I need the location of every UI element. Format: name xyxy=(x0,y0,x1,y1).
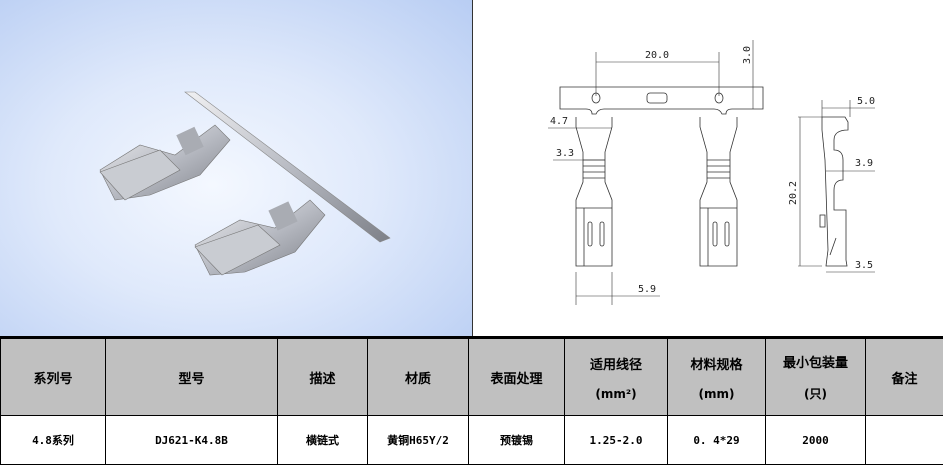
header-description: 描述 xyxy=(278,339,368,416)
cell-wire-range: 1.25-2.0 xyxy=(565,416,668,465)
header-wire-range: 适用线径(mm²) xyxy=(565,339,668,416)
table-header-row: 系列号 型号 描述 材质 表面处理 适用线径(mm²) 材料规格(mm) 最小包… xyxy=(1,339,943,416)
dim-width-top: 4.7 xyxy=(550,116,568,127)
header-surface: 表面处理 xyxy=(469,339,565,416)
dim-strip-height: 3.0 xyxy=(742,46,753,64)
header-series: 系列号 xyxy=(1,339,106,416)
header-min-package: 最小包装量(只) xyxy=(766,339,866,416)
product-photo xyxy=(0,0,473,336)
terminal-side-view xyxy=(820,117,848,266)
terminal-photo-illustration xyxy=(0,0,472,336)
table-row: 4.8系列 DJ621-K4.8B 横链式 黄铜H65Y/2 预镀锡 1.25-… xyxy=(1,416,943,465)
dim-side-bottom: 3.5 xyxy=(855,260,873,271)
dim-crimp-width: 3.3 xyxy=(556,148,574,159)
header-model: 型号 xyxy=(106,339,278,416)
cell-model: DJ621-K4.8B xyxy=(106,416,278,465)
dim-side-depth: 5.0 xyxy=(857,96,875,107)
cell-material: 黄铜H65Y/2 xyxy=(368,416,469,465)
dim-box-width: 5.9 xyxy=(638,284,656,295)
terminal-front-right xyxy=(700,117,737,266)
spec-table: 系列号 型号 描述 材质 表面处理 适用线径(mm²) 材料规格(mm) 最小包… xyxy=(0,338,943,465)
dim-side-mid: 3.9 xyxy=(855,158,873,169)
carrier-strip xyxy=(560,87,763,114)
cell-remarks xyxy=(866,416,943,465)
cell-description: 横链式 xyxy=(278,416,368,465)
cell-material-spec: 0. 4*29 xyxy=(668,416,766,465)
header-remarks: 备注 xyxy=(866,339,943,416)
cell-series: 4.8系列 xyxy=(1,416,106,465)
dim-pitch: 20.0 xyxy=(645,50,669,61)
header-material-spec: 材料规格(mm) xyxy=(668,339,766,416)
cell-min-package: 2000 xyxy=(766,416,866,465)
terminal-front-left xyxy=(576,117,612,266)
technical-drawing: 20.0 3.0 4.7 3.3 5.9 5.0 3.9 20.2 3.5 xyxy=(473,0,943,336)
cell-surface: 预镀锡 xyxy=(469,416,565,465)
header-material: 材质 xyxy=(368,339,469,416)
dim-length: 20.2 xyxy=(788,181,799,205)
